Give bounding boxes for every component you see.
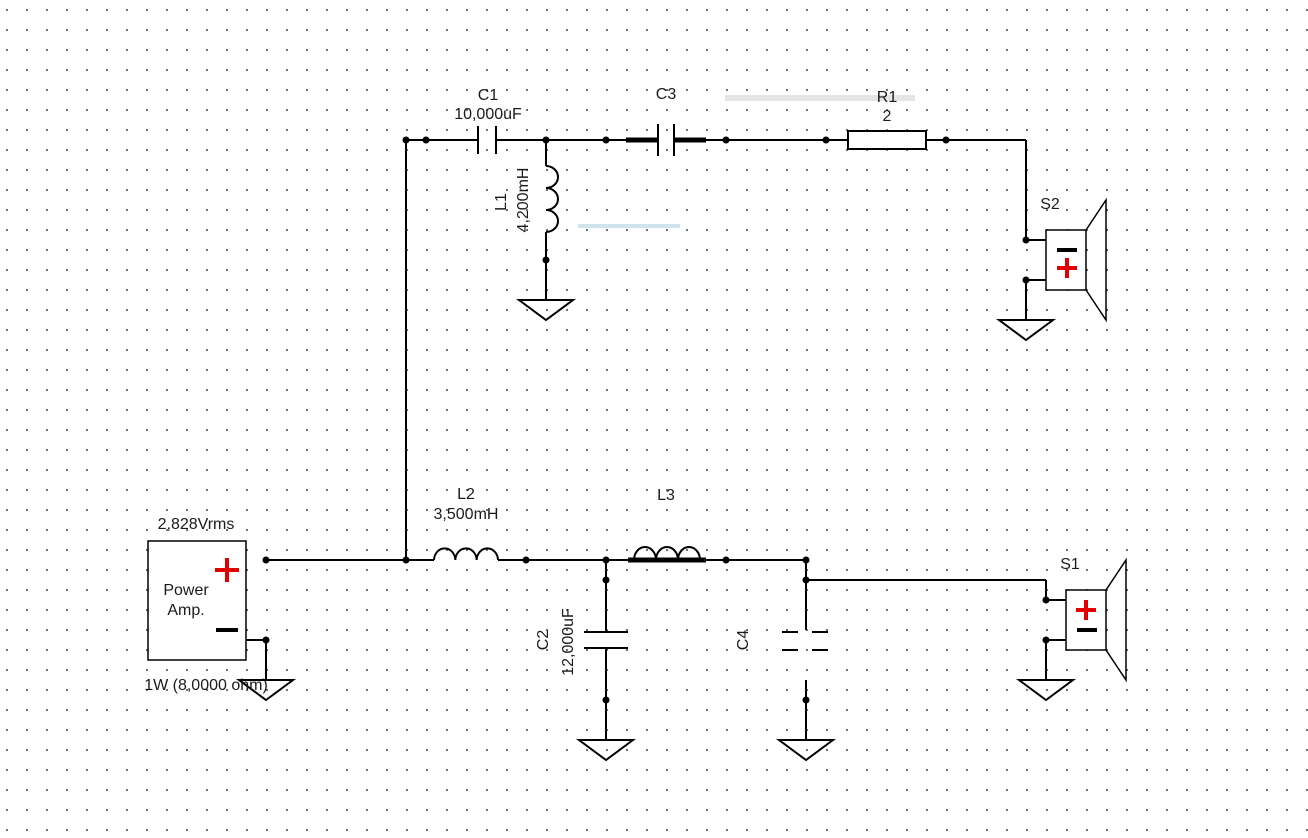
minus-icon — [1057, 248, 1077, 252]
ground-icon — [235, 679, 297, 702]
l1-value-label: 4,200mH — [515, 168, 532, 233]
c4-name-label: C4 — [735, 630, 752, 651]
inductor-l2[interactable]: L2 3,500mH — [433, 486, 499, 561]
inductor-l3[interactable]: L3 — [628, 487, 706, 563]
s2-name-label: S2 — [1040, 196, 1060, 213]
c1-value-label: 10,000uF — [454, 106, 522, 123]
speaker-s2[interactable]: S2 — [1040, 196, 1107, 323]
c2-value-label: 12,000uF — [560, 608, 577, 676]
amp-label-line1: Power — [163, 582, 209, 599]
l2-name-label: L2 — [457, 486, 475, 503]
plus-icon — [225, 558, 229, 582]
speaker-s1[interactable]: S1 — [1060, 556, 1127, 683]
capacitor-c1[interactable]: C1 10,000uF — [454, 87, 522, 154]
power-amplifier[interactable]: Power Amp. 2,828Vrms 1W (8,0000 ohm) — [144, 516, 268, 694]
capacitor-c4[interactable]: C4 — [735, 630, 828, 651]
resistor-r1[interactable]: R1 2 — [847, 89, 927, 150]
ground-icon — [515, 299, 577, 322]
minus-icon — [1077, 628, 1097, 632]
amp-rating-label: 1W (8,0000 ohm) — [144, 677, 268, 694]
ground-symbols — [235, 299, 1077, 762]
ground-icon — [995, 319, 1057, 342]
plus-icon — [1065, 258, 1069, 278]
amp-voltage-label: 2,828Vrms — [158, 516, 235, 533]
ground-icon — [1015, 679, 1077, 702]
l1-name-label: L1 — [493, 193, 510, 211]
l3-name-label: L3 — [657, 487, 675, 504]
wires — [246, 139, 1066, 740]
c1-name-label: C1 — [478, 87, 499, 104]
plus-icon — [1084, 600, 1088, 620]
minus-icon — [216, 628, 238, 632]
l2-value-label: 3,500mH — [434, 506, 499, 523]
r1-name-label: R1 — [877, 89, 898, 106]
ground-icon — [775, 739, 837, 762]
r1-value-label: 2 — [883, 108, 892, 125]
capacitor-c3[interactable]: C3 — [626, 86, 706, 156]
amp-label-line2: Amp. — [167, 602, 204, 619]
c3-name-label: C3 — [656, 86, 677, 103]
ground-icon — [575, 739, 637, 762]
capacitor-c2[interactable]: C2 12,000uF — [535, 608, 628, 676]
junctions — [262, 136, 1050, 704]
c2-name-label: C2 — [535, 630, 552, 651]
s1-name-label: S1 — [1060, 556, 1080, 573]
inductor-l1[interactable]: L1 4,200mH — [493, 165, 559, 233]
